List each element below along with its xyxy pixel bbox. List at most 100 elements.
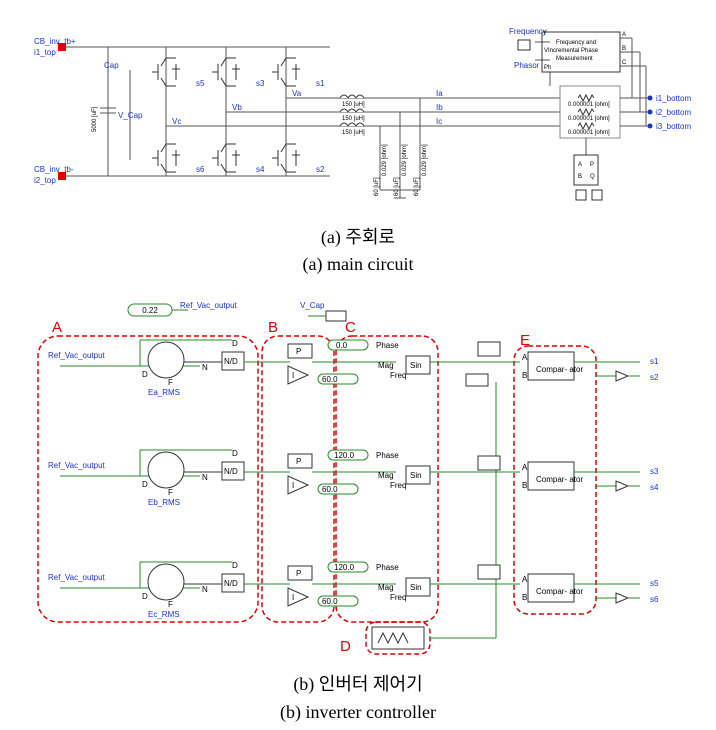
freq-pin: Freq — [390, 481, 406, 490]
igbt-icon — [272, 57, 300, 87]
output-s: s5 — [650, 579, 659, 588]
region-letter-a: A — [52, 319, 62, 336]
output-s: s6 — [650, 595, 659, 604]
line-resistor: 0.000001 [ohm] — [568, 130, 610, 136]
controller-rows: Ref_Vac_output Ea_RMS D F N/D N D P I 0.… — [48, 339, 659, 619]
comp-b: B — [522, 593, 527, 602]
nd-label: N/D — [224, 579, 238, 588]
cap-value: 5000 [uF] — [92, 106, 98, 132]
comp-a: A — [522, 353, 528, 362]
phase-meter: Vb — [232, 103, 242, 112]
mag-pin: Mag — [378, 583, 394, 592]
meas-pin: C — [622, 60, 627, 66]
caption-a-english: (a) main circuit — [303, 254, 414, 275]
row-a: Ref_Vac_output Ea_RMS D F N/D N D P I 0.… — [48, 339, 659, 397]
igbt-icon — [152, 143, 180, 173]
mag-pin: Mag — [378, 471, 394, 480]
output-terminal-icon — [647, 109, 653, 115]
mag-pin: Mag — [378, 361, 394, 370]
switch-label: s3 — [256, 79, 265, 88]
output-s: s4 — [650, 483, 659, 492]
n-label: N — [202, 585, 208, 594]
sin-label: Sin — [410, 583, 422, 592]
filter-cap: 60 [uF] — [374, 177, 380, 196]
sin-label: Sin — [410, 471, 422, 480]
terminal-label: CB_inv_tb+ — [34, 37, 76, 46]
comp-b: B — [522, 371, 527, 380]
p-label: P — [296, 457, 301, 466]
sum-d: D — [142, 480, 148, 489]
freq-pin: Freq — [390, 371, 406, 380]
output-terminal-icon — [647, 123, 653, 129]
power-letter: Q — [590, 174, 595, 180]
rms-label: Ea_RMS — [148, 388, 180, 397]
inductor-icon — [339, 94, 365, 99]
meas-title: Measurement — [556, 56, 593, 62]
d-label: D — [232, 339, 238, 348]
phase-const: 120.0 — [334, 451, 355, 460]
row-b: Ref_Vac_output Eb_RMS D F N/D N D P I 12… — [48, 449, 659, 507]
filter-cap: 60 [uF] — [414, 177, 420, 196]
line-resistor: 0.000001 [ohm] — [568, 116, 610, 122]
resistor-icon — [577, 107, 595, 117]
inductors — [339, 93, 595, 131]
meas-input: Phasor — [514, 61, 540, 70]
meas-pin: B — [622, 46, 626, 52]
ref-input: Ref_Vac_output — [48, 573, 106, 582]
phase-meter: Va — [292, 89, 302, 98]
igbt-icon — [212, 57, 240, 87]
vcap-meter-label: V_Cap — [118, 111, 143, 120]
meas-pin: f — [544, 31, 546, 37]
inductor-icon — [339, 108, 365, 113]
terminal-label: i1_top — [34, 48, 56, 57]
resistor-icon — [577, 93, 595, 103]
region-letter-d: D — [340, 638, 351, 655]
output-label: i3_bottom — [656, 122, 691, 131]
terminal-label: i2_top — [34, 176, 56, 185]
output-s: s3 — [650, 467, 659, 476]
filter-resistor: 0.029 [ohm] — [402, 144, 408, 176]
meas-pin: A — [622, 32, 626, 38]
phase-const: 120.0 — [334, 563, 355, 572]
switch-label: s5 — [196, 79, 205, 88]
filter-resistor: 0.029 [ohm] — [382, 144, 388, 176]
phase-meter: Vc — [172, 117, 181, 126]
inductor-value: 150 [uH] — [342, 130, 365, 136]
main-circuit — [62, 31, 650, 201]
comparator-label: Compar- ator — [536, 365, 583, 374]
region-letters: A B C D E — [52, 319, 530, 655]
breaker-icon — [58, 43, 66, 51]
power-letter: A — [578, 162, 582, 168]
caption-b-korean: (b) 인버터 제어기 — [293, 674, 422, 695]
row-c: Ref_Vac_output Ec_RMS D F N/D N D P I 12… — [48, 561, 659, 619]
controller-top: 0.22 Ref_Vac_output V_Cap — [127, 301, 347, 322]
igbt-icon — [212, 143, 240, 173]
filter-resistor: 0.029 [ohm] — [422, 144, 428, 176]
switch-label: s1 — [316, 79, 325, 88]
comp-b: B — [522, 481, 527, 490]
phase-pin: Phase — [376, 451, 399, 460]
meas-input: Frequency — [509, 27, 547, 36]
n-label: N — [202, 473, 208, 482]
inductor-value: 150 [uH] — [342, 116, 365, 122]
power-letter: P — [590, 162, 594, 168]
i-label: I — [292, 593, 294, 602]
d-label: D — [232, 449, 238, 458]
comp-a: A — [522, 463, 528, 472]
freq-pin: Freq — [390, 593, 406, 602]
phase-pin: Phase — [376, 563, 399, 572]
switch-label: s2 — [316, 165, 325, 174]
freq-const: 60.0 — [322, 485, 338, 494]
igbt-switches — [152, 57, 300, 173]
i-label: I — [292, 371, 294, 380]
output-terminal-icon — [647, 95, 653, 101]
sin-label: Sin — [410, 361, 422, 370]
power-letter: B — [578, 174, 582, 180]
comp-a: A — [522, 575, 528, 584]
inductor-icon — [339, 122, 365, 127]
i-label: I — [292, 481, 294, 490]
p-label: P — [296, 347, 301, 356]
summing-junction-icon — [147, 563, 185, 601]
phase-const: 0.0 — [336, 341, 348, 350]
